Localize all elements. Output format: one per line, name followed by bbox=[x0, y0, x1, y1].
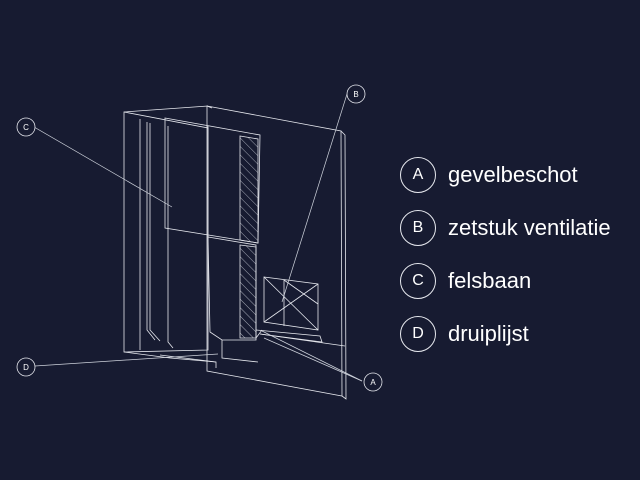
legend-label-c: felsbaan bbox=[448, 267, 532, 293]
leader-lines bbox=[33, 93, 363, 382]
svg-text:D: D bbox=[23, 363, 29, 372]
callout-c: C bbox=[16, 117, 36, 137]
legend-item-a: A gevelbeschot bbox=[400, 148, 636, 201]
svg-text:C: C bbox=[23, 123, 29, 132]
legend-label-b: zetstuk ventilatie bbox=[448, 214, 611, 240]
legend-badge-c: C bbox=[400, 262, 436, 299]
back-panel bbox=[206, 105, 347, 400]
batten bbox=[164, 117, 263, 363]
legend-badge-a: A bbox=[400, 156, 436, 193]
legend-label-d: druiplijst bbox=[448, 320, 529, 346]
front-profile bbox=[123, 105, 217, 368]
legend-badge-d: D bbox=[400, 315, 436, 352]
legend-label-a: gevelbeschot bbox=[448, 161, 578, 187]
legend-item-b: B zetstuk ventilatie bbox=[400, 201, 636, 254]
callout-a: A bbox=[363, 372, 383, 392]
svg-text:B: B bbox=[353, 90, 358, 99]
legend-item-c: C felsbaan bbox=[400, 254, 636, 307]
legend-badge-b: B bbox=[400, 209, 436, 246]
ventilation-insert bbox=[255, 276, 346, 347]
svg-text:A: A bbox=[370, 378, 376, 387]
callout-b: B bbox=[346, 84, 366, 104]
legend: A gevelbeschot B zetstuk ventilatie C fe… bbox=[400, 148, 636, 360]
callout-d: D bbox=[16, 357, 36, 377]
legend-item-d: D druiplijst bbox=[400, 307, 636, 360]
